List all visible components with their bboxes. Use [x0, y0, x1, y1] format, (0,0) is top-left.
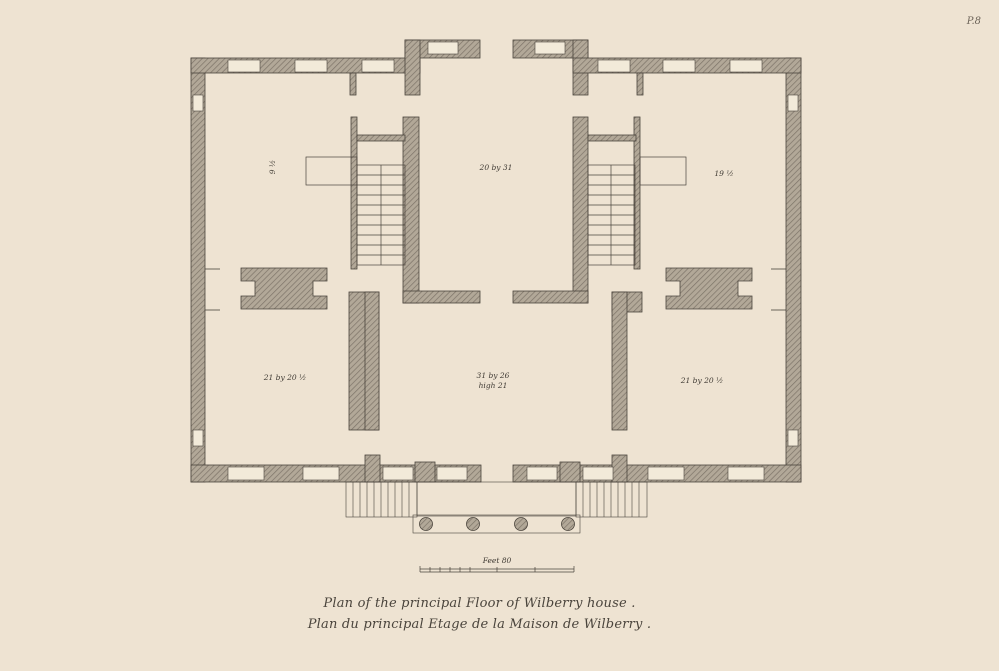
- room-label-south-east: 21 by 20 ½: [680, 376, 724, 385]
- staircase-east: [587, 156, 687, 266]
- caption-french: Plan du principal Etage de la Maison de …: [307, 617, 652, 632]
- windows: [192, 41, 799, 481]
- room-label-north-hall: 20 by 31: [479, 163, 513, 172]
- interior-walls: [348, 72, 644, 431]
- caption-english: Plan of the principal Floor of Wilberry …: [323, 596, 636, 611]
- plate-number: P.8: [966, 16, 981, 27]
- portico-columns: [419, 517, 575, 531]
- scale-bar: [419, 566, 575, 573]
- outer-walls: [190, 39, 802, 483]
- room-label-saloon: 31 by 26: [477, 371, 510, 380]
- room-label-south-west: 21 by 20 ½: [263, 373, 307, 382]
- scale-label: Feet 80: [482, 556, 512, 565]
- room-label-north-east: 19 ½: [714, 169, 733, 178]
- room-label-saloon-height: high 21: [479, 381, 508, 390]
- room-divisions: [205, 268, 786, 311]
- room-label-north-west: 9 ½: [268, 160, 277, 174]
- chimney-stacks: [240, 267, 753, 310]
- entrance-steps: [345, 481, 648, 534]
- staircase-west: [305, 156, 406, 266]
